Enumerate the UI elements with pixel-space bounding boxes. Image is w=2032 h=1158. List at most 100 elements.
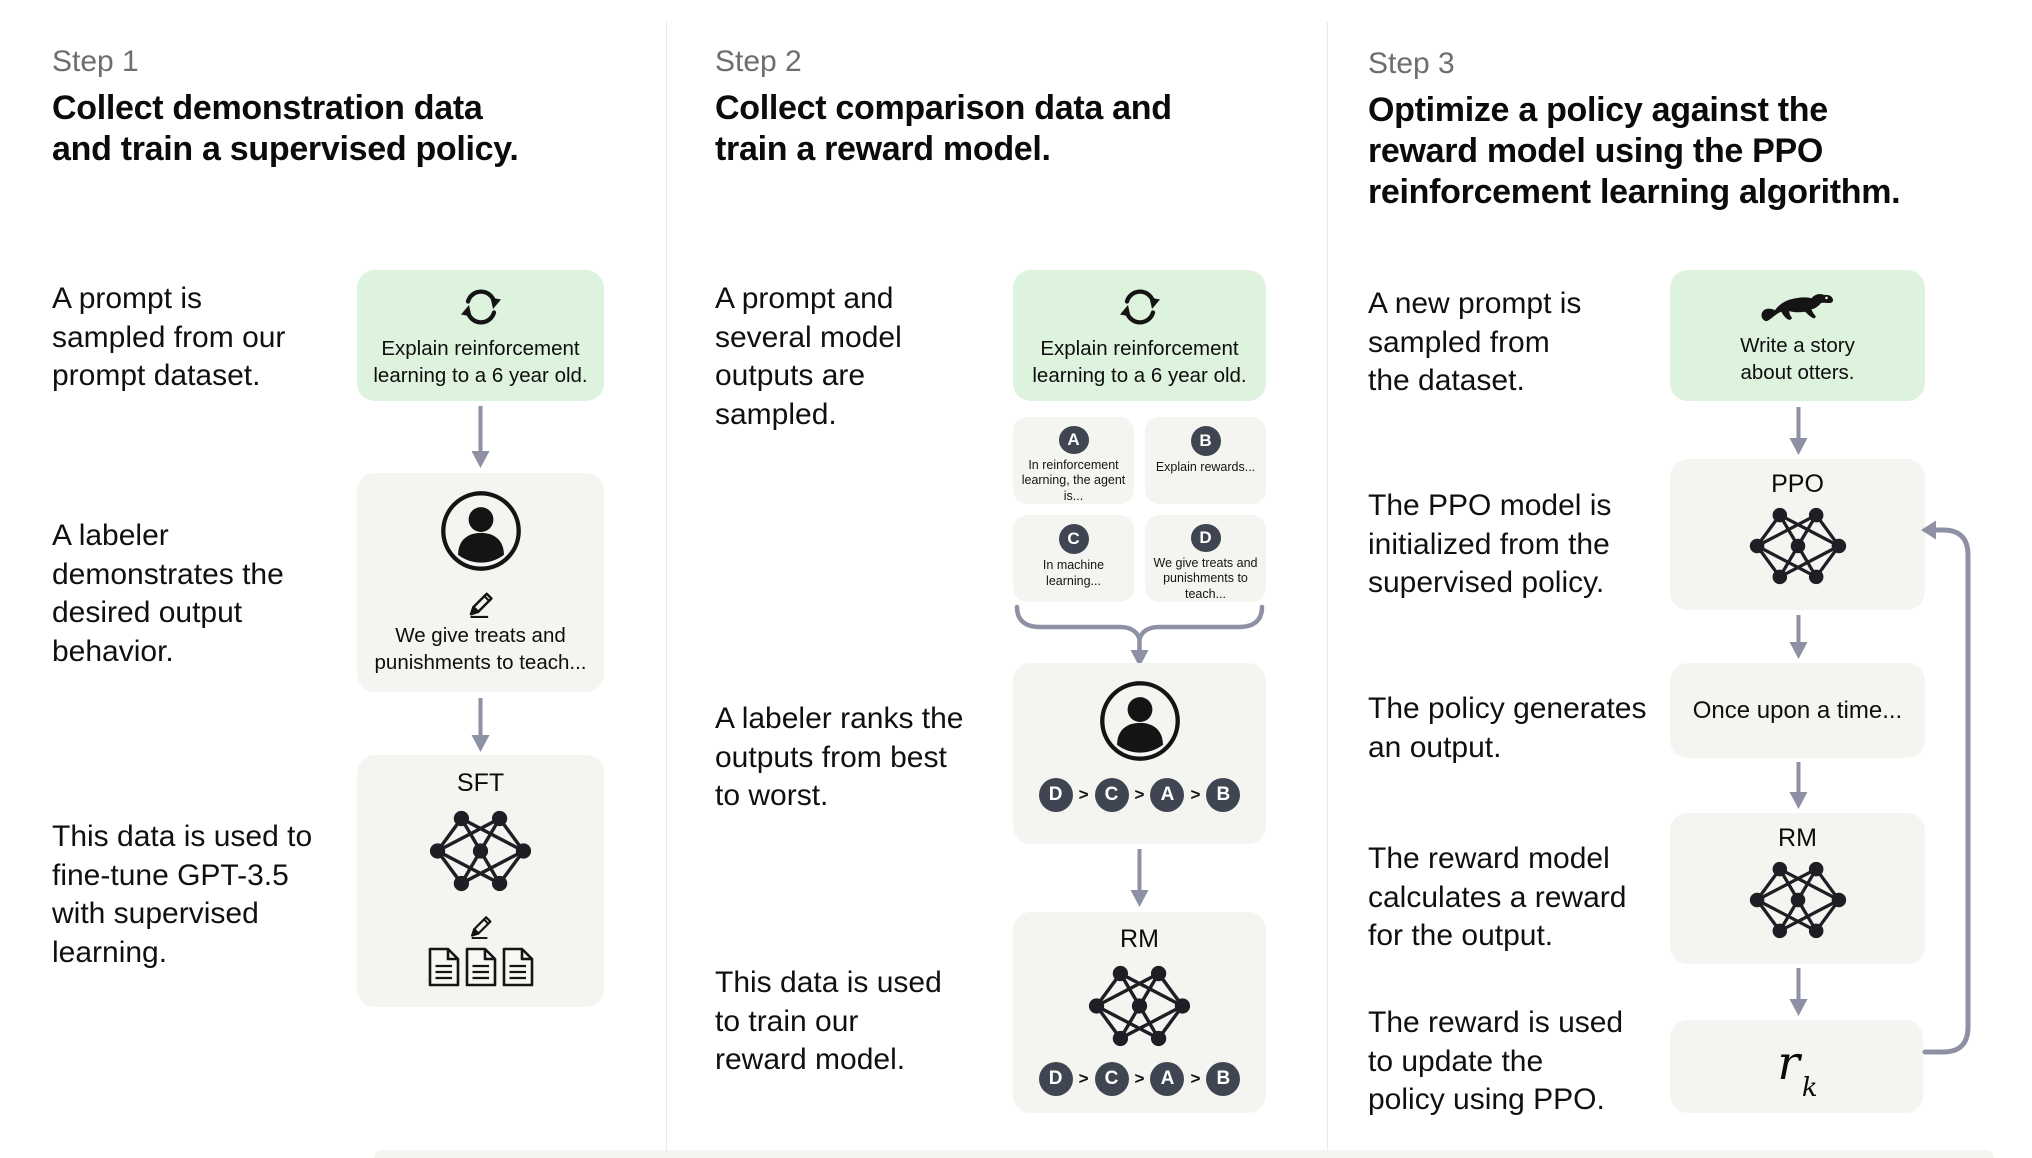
caption-line: A labeler ranks the bbox=[715, 702, 964, 735]
nn-icon bbox=[1748, 856, 1848, 944]
down-arrow bbox=[471, 406, 490, 468]
otter-icon bbox=[1760, 288, 1836, 326]
caption-line: A prompt is bbox=[52, 282, 203, 315]
rank-separator: > bbox=[1134, 785, 1145, 804]
sft-label: SFT bbox=[456, 769, 505, 797]
rm-label: RM bbox=[1120, 925, 1159, 953]
step3-title: Optimize a policy against the reward mod… bbox=[1368, 90, 1901, 213]
down-arrow bbox=[1789, 762, 1808, 809]
column-divider bbox=[1327, 22, 1328, 1158]
caption-line: desired output bbox=[52, 596, 243, 629]
step2-label: Step 2 bbox=[715, 45, 802, 78]
person-icon bbox=[439, 489, 523, 573]
caption-line: behavior. bbox=[52, 634, 174, 668]
caption-line: A labeler bbox=[52, 519, 169, 552]
rank-separator: > bbox=[1078, 1069, 1089, 1088]
caption-line: The reward is used bbox=[1368, 1006, 1624, 1039]
caption-line: A new prompt is bbox=[1368, 287, 1582, 320]
step1-sft-box: SFT bbox=[357, 755, 604, 1007]
caption-line: policy using PPO. bbox=[1368, 1083, 1605, 1116]
step1-prompt-box: Explain reinforcement learning to a 6 ye… bbox=[357, 270, 604, 401]
title-line: Collect comparison data and bbox=[715, 89, 1172, 127]
step1-caption-finetune: This data is used to fine-tune GPT-3.5 w… bbox=[52, 818, 312, 972]
title-line: reward model using the PPO bbox=[1368, 132, 1824, 170]
document-icon bbox=[427, 947, 461, 987]
title-line: reinforcement learning algorithm. bbox=[1368, 173, 1901, 211]
caption-line: with supervised bbox=[52, 897, 259, 930]
policy-output-text: Once upon a time... bbox=[1692, 696, 1903, 724]
rank-letter-badge: A bbox=[1150, 778, 1185, 812]
cycle-icon bbox=[458, 284, 504, 330]
rank-letter-badge: B bbox=[1206, 1062, 1241, 1096]
ppo-label: PPO bbox=[1771, 470, 1824, 498]
step1-labeler-box: We give treats and punishments to teach.… bbox=[357, 473, 604, 692]
caption-line: for the output. bbox=[1368, 919, 1554, 952]
caption-line: fine-tune GPT-3.5 bbox=[52, 858, 289, 892]
document-icon bbox=[464, 947, 498, 987]
step3-ppo-box: PPO bbox=[1670, 459, 1925, 610]
rank-letter-badge: D bbox=[1038, 778, 1073, 812]
caption-line: sampled from our bbox=[52, 320, 286, 354]
output-letter-badge: C bbox=[1058, 524, 1089, 554]
step3-caption-update: The reward is used to update the policy … bbox=[1368, 1004, 1623, 1120]
rank-separator: > bbox=[1190, 785, 1201, 804]
feedback-loop-arrow bbox=[1921, 520, 1971, 1055]
output-letter-badge: B bbox=[1190, 426, 1221, 456]
demo-text-line: We give treats and bbox=[395, 624, 566, 647]
step1-title: Collect demonstration data and train a s… bbox=[52, 88, 519, 170]
step3-label: Step 3 bbox=[1368, 47, 1455, 80]
step3-prompt-text: Write a story about otters. bbox=[1740, 333, 1855, 386]
caption-line: an output. bbox=[1368, 730, 1502, 764]
nn-icon bbox=[1748, 502, 1848, 590]
caption-line: demonstrates the bbox=[52, 557, 284, 591]
step2-caption-ranks: A labeler ranks the outputs from best to… bbox=[715, 700, 963, 816]
caption-line: This data is used to bbox=[52, 820, 313, 853]
caption-line: reward model. bbox=[715, 1043, 906, 1076]
output-box-b: B Explain rewards... bbox=[1145, 417, 1266, 504]
output-letter-badge: A bbox=[1058, 426, 1089, 454]
step3-caption-prompt: A new prompt is sampled from the dataset… bbox=[1368, 285, 1581, 401]
demo-text-line: punishments to teach... bbox=[374, 650, 587, 674]
step1-label: Step 1 bbox=[52, 45, 139, 78]
output-letter-badge: D bbox=[1190, 524, 1221, 552]
converge-brace-arrow bbox=[1014, 604, 1265, 667]
step3-caption-init: The PPO model is initialized from the su… bbox=[1368, 487, 1611, 603]
caption-line: several model bbox=[715, 320, 902, 354]
step1-caption-labeler: A labeler demonstrates the desired outpu… bbox=[52, 517, 284, 671]
rank-letter-badge: C bbox=[1094, 1062, 1129, 1096]
down-arrow bbox=[1789, 407, 1808, 455]
caption-line: to update the bbox=[1368, 1044, 1544, 1078]
output-text: In reinforcement learning, the agent is.… bbox=[1021, 457, 1126, 503]
title-line: Optimize a policy against the bbox=[1368, 91, 1828, 129]
down-arrow bbox=[471, 698, 490, 752]
next-section-edge bbox=[374, 1150, 1994, 1158]
step1-caption-prompt: A prompt is sampled from our prompt data… bbox=[52, 280, 285, 396]
caption-line: calculates a reward bbox=[1368, 880, 1627, 914]
rank-separator: > bbox=[1190, 1069, 1201, 1088]
step2-labeler-rank-box: D > C > A > B bbox=[1013, 663, 1266, 844]
output-text: Explain rewards... bbox=[1155, 460, 1256, 474]
output-box-a: A In reinforcement learning, the agent i… bbox=[1013, 417, 1134, 504]
step1-demo-text: We give treats and punishments to teach.… bbox=[375, 623, 587, 676]
output-text: In machine learning... bbox=[1042, 558, 1105, 588]
step3-rm-box: RM bbox=[1670, 813, 1925, 964]
caption-line: sampled from bbox=[1368, 325, 1550, 359]
caption-line: The policy generates bbox=[1368, 692, 1647, 725]
caption-line: outputs from best bbox=[715, 740, 947, 774]
output-box-d: D We give treats and punishments to teac… bbox=[1145, 515, 1266, 602]
output-box-c: C In machine learning... bbox=[1013, 515, 1134, 602]
ranking-row: D > C > A > B bbox=[1038, 1062, 1241, 1096]
rank-separator: > bbox=[1134, 1069, 1145, 1088]
caption-line: sampled. bbox=[715, 397, 837, 431]
step3-output-box: Once upon a time... bbox=[1670, 663, 1925, 758]
rm-label: RM bbox=[1778, 824, 1817, 852]
title-line: Collect demonstration data bbox=[52, 89, 483, 127]
rank-separator: > bbox=[1078, 785, 1089, 804]
caption-line: initialized from the bbox=[1368, 527, 1610, 561]
step2-caption-train: This data is used to train our reward mo… bbox=[715, 964, 942, 1080]
document-icon bbox=[501, 947, 535, 987]
prompt-text-line: Write a story bbox=[1740, 334, 1855, 357]
down-arrow bbox=[1130, 849, 1149, 907]
ranking-row: D > C > A > B bbox=[1038, 778, 1241, 812]
